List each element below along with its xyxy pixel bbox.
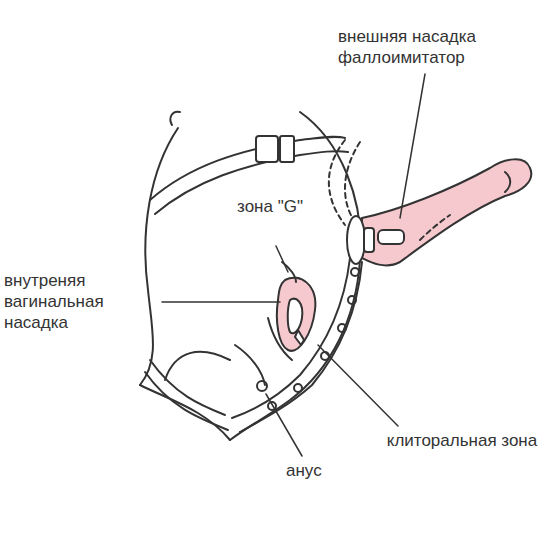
part-label: внешняя насадка фаллоимитатор <box>338 26 546 68</box>
part-label: внутреняя вагинальная насадка <box>4 270 154 333</box>
zone-label: зона "G" <box>230 196 310 217</box>
zone-label: клиторальная зона <box>376 430 548 451</box>
zone-label: анус <box>286 460 346 481</box>
